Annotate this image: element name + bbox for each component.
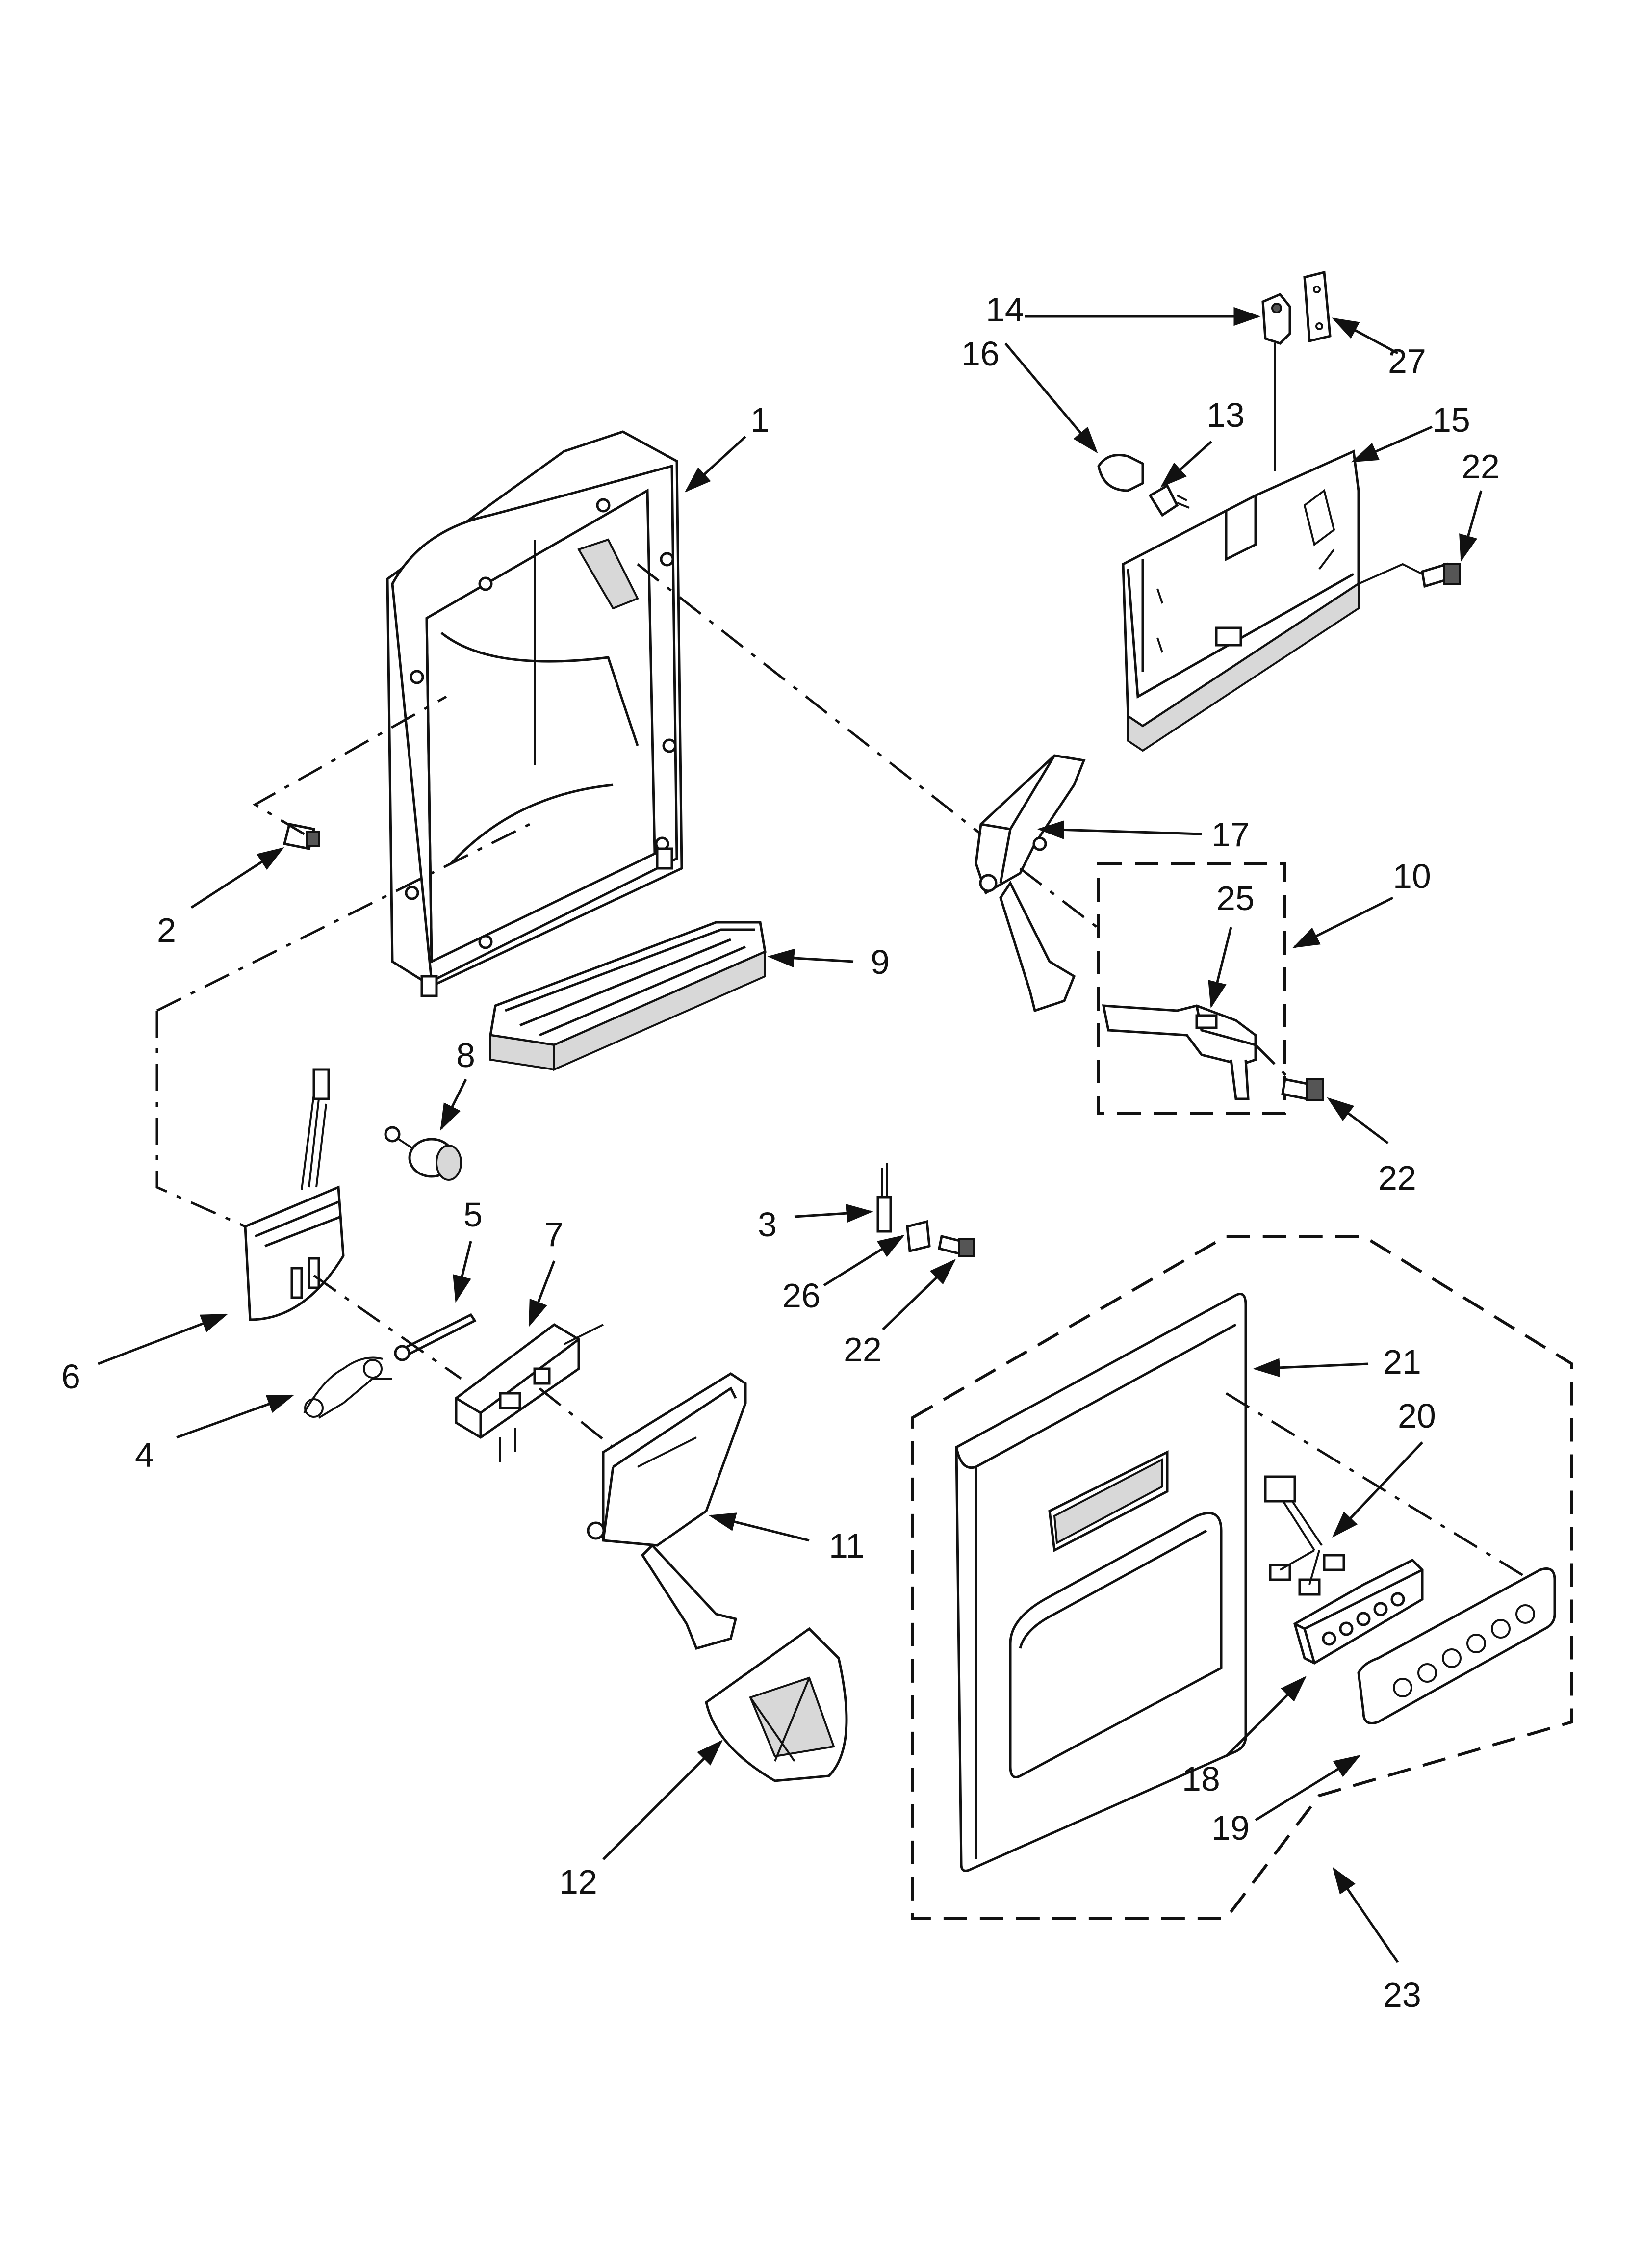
wire-harness-20-part bbox=[1264, 1475, 1345, 1596]
label-9: 9 bbox=[871, 943, 890, 981]
label-22-right: 22 bbox=[1378, 1159, 1416, 1197]
part-number-labels: 1 2 9 8 5 7 6 4 11 12 3 26 22 17 10 25 2… bbox=[61, 290, 1500, 2014]
chute-bracket-11-part bbox=[587, 1372, 747, 1650]
lever-17-part bbox=[975, 754, 1086, 1013]
label-21: 21 bbox=[1383, 1343, 1421, 1381]
label-22-center: 22 bbox=[844, 1330, 882, 1369]
label-5: 5 bbox=[463, 1196, 483, 1234]
socket-13-part bbox=[1148, 484, 1190, 517]
label-7: 7 bbox=[544, 1215, 564, 1253]
solenoid-8-part bbox=[384, 1126, 462, 1181]
funnel-12-part bbox=[705, 1627, 848, 1782]
label-11: 11 bbox=[829, 1527, 865, 1565]
front-panel-21-part bbox=[955, 1293, 1247, 1872]
kit-10-box bbox=[1097, 862, 1286, 1115]
label-22-top: 22 bbox=[1462, 447, 1500, 486]
actuator-7-part bbox=[455, 1323, 604, 1462]
housing-frame-part bbox=[386, 430, 683, 997]
switch-14-part bbox=[1261, 292, 1291, 471]
label-1: 1 bbox=[750, 401, 770, 439]
spring-4-part bbox=[303, 1356, 392, 1419]
label-15: 15 bbox=[1432, 401, 1470, 439]
switch-3-part bbox=[876, 1163, 892, 1233]
label-10: 10 bbox=[1393, 857, 1431, 895]
label-14: 14 bbox=[986, 290, 1024, 329]
insulator-26-part bbox=[906, 1220, 931, 1253]
label-25: 25 bbox=[1216, 879, 1255, 917]
label-23: 23 bbox=[1383, 1976, 1421, 2014]
assembly-lines bbox=[155, 563, 1531, 1581]
panel-assembly-23-outline bbox=[911, 1235, 1573, 1920]
label-20: 20 bbox=[1398, 1397, 1436, 1435]
label-13: 13 bbox=[1206, 396, 1245, 434]
crusher-module-part bbox=[244, 1068, 345, 1321]
label-3: 3 bbox=[758, 1205, 777, 1244]
label-2: 2 bbox=[157, 911, 176, 949]
screw-22-center-part bbox=[938, 1234, 975, 1257]
lever-25-part bbox=[1102, 1004, 1257, 1100]
screw-22-top-part bbox=[1358, 562, 1461, 588]
pin-5-part bbox=[394, 1313, 477, 1361]
bulb-16-part bbox=[1097, 454, 1144, 492]
label-17: 17 bbox=[1211, 815, 1250, 854]
label-4: 4 bbox=[135, 1436, 154, 1474]
label-6: 6 bbox=[61, 1357, 80, 1396]
label-19: 19 bbox=[1211, 1809, 1250, 1847]
label-18: 18 bbox=[1182, 1760, 1220, 1798]
control-board-18-part bbox=[1293, 1558, 1424, 1665]
screw-22-right-part bbox=[1281, 1078, 1324, 1101]
label-8: 8 bbox=[456, 1036, 475, 1074]
label-26: 26 bbox=[782, 1277, 821, 1315]
label-12: 12 bbox=[559, 1863, 597, 1901]
label-16: 16 bbox=[961, 335, 1000, 373]
overlay-19-part bbox=[1357, 1567, 1556, 1724]
screw-2-part bbox=[282, 823, 320, 850]
drip-tray-part bbox=[489, 921, 767, 1071]
gasket-27-part bbox=[1303, 270, 1332, 343]
bracket-15-part bbox=[1122, 449, 1360, 752]
leader-lines bbox=[98, 307, 1483, 1963]
label-27: 27 bbox=[1388, 342, 1426, 380]
